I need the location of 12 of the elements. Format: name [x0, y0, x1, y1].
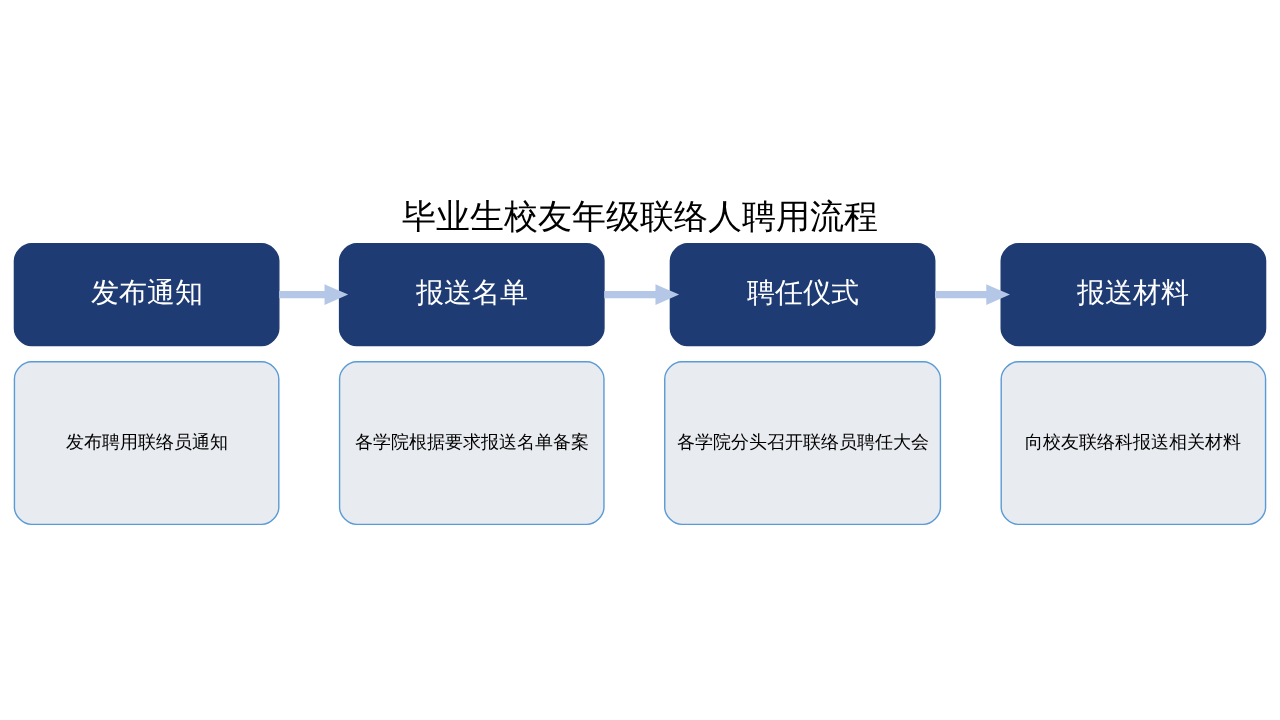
- node-box: 发布聘用联络员通知: [13, 361, 280, 526]
- node-box: 各学院根据要求报送名单备案: [338, 361, 605, 526]
- node-box: 各学院分头召开联络员聘任大会: [664, 361, 942, 526]
- node-box: 向校友联络科报送相关材料: [1000, 361, 1267, 526]
- node-box: 聘任仪式: [669, 243, 936, 347]
- node-box: 发布通知: [13, 243, 280, 347]
- arrow: [935, 284, 1010, 305]
- diagram-title: 毕业生校友年级联络人聘用流程: [402, 197, 878, 237]
- arrow: [604, 284, 680, 305]
- node-box: 报送名单: [338, 243, 605, 347]
- arrow: [279, 284, 349, 305]
- node-box: 报送材料: [1000, 243, 1267, 347]
